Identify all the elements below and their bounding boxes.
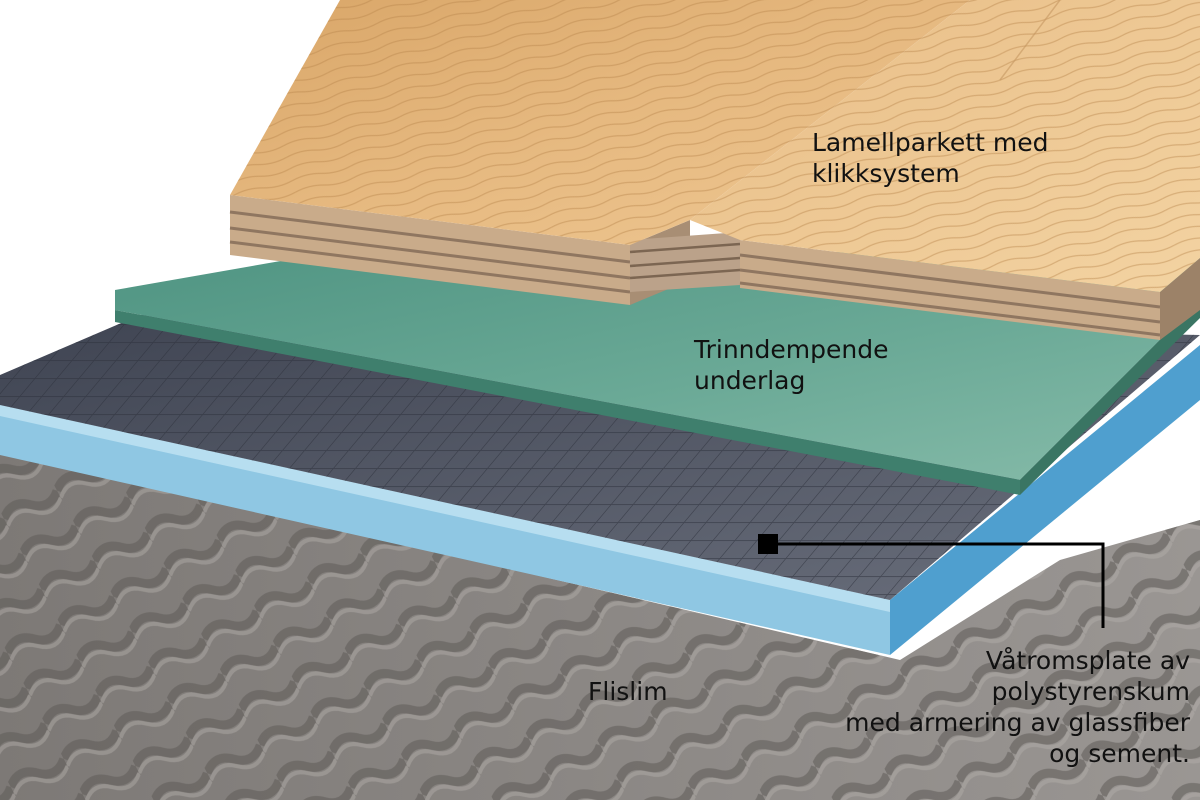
- adhesive-layer: [0, 450, 1200, 800]
- label-wetroom-board: Våtromsplate av polystyrenskum med armer…: [845, 646, 1190, 768]
- label-parquet: Lamellparkett med klikksystem: [812, 128, 1049, 188]
- label-adhesive: Flislim: [588, 677, 668, 706]
- foam-board-layer: [0, 345, 1200, 655]
- parquet-layer: [229, 0, 1200, 340]
- plate-leader: [758, 534, 1105, 628]
- label-underlay: Trinndempende underlag: [694, 335, 889, 395]
